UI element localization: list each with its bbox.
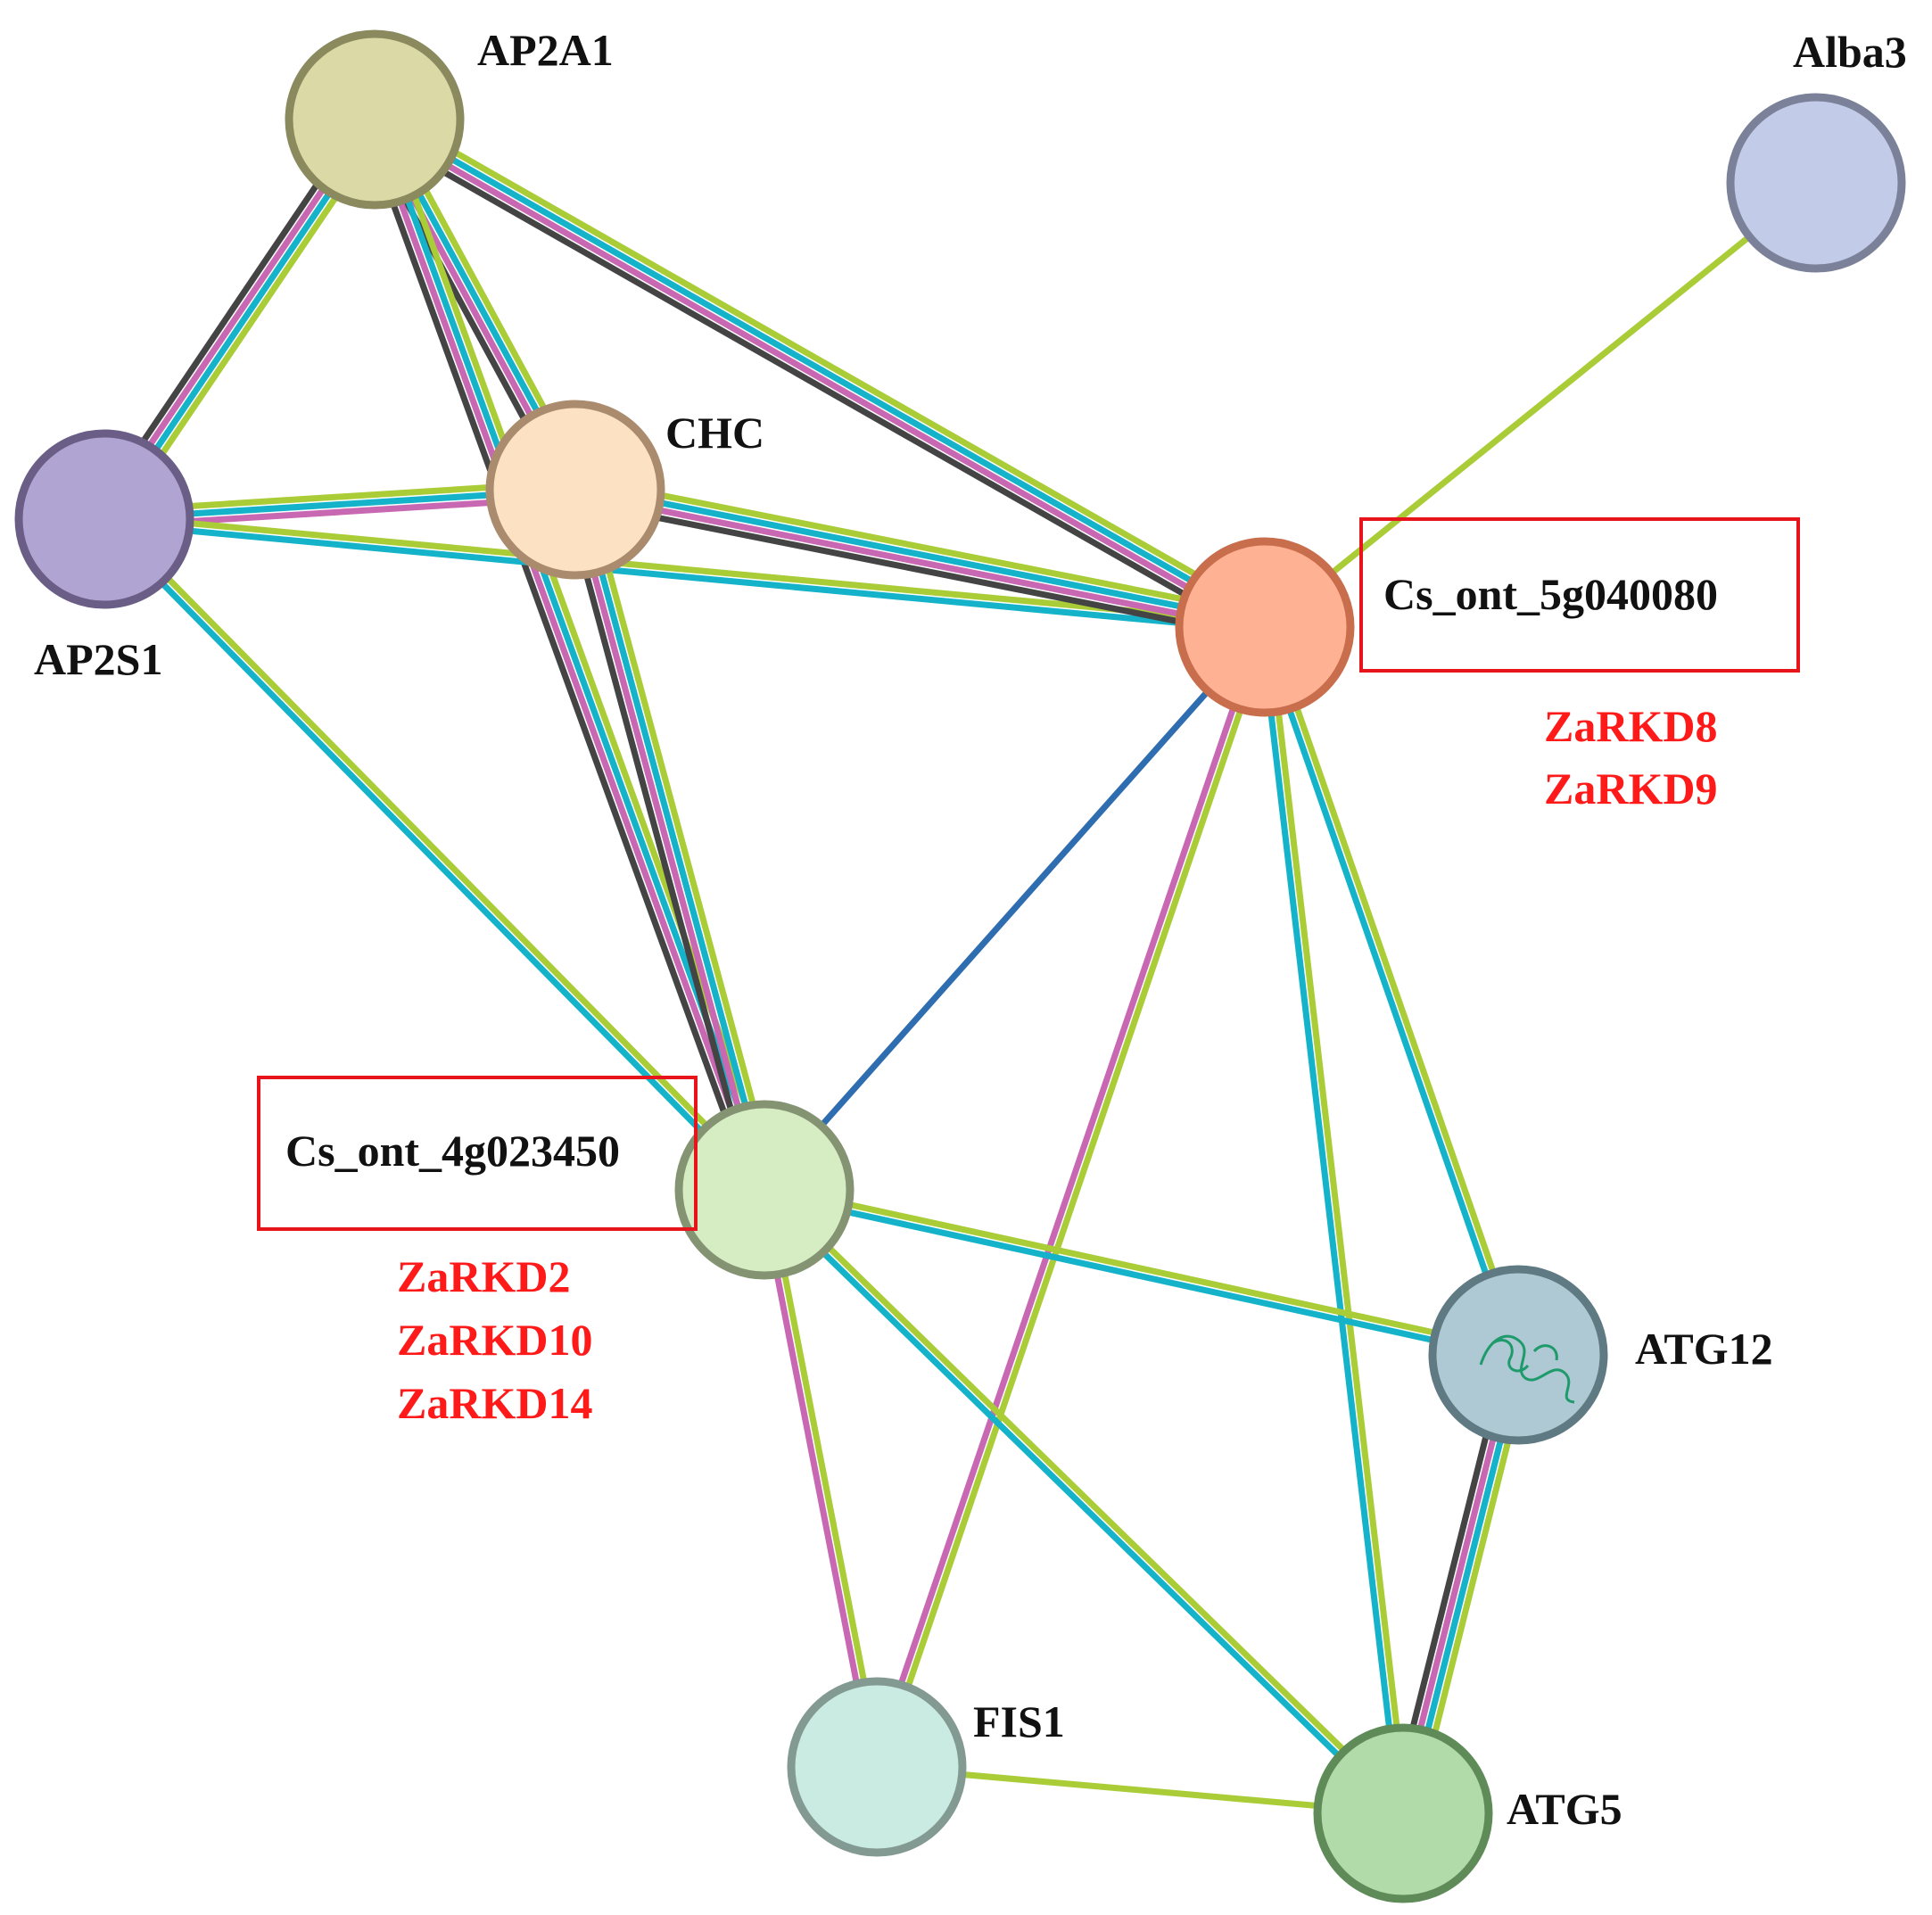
node-Cs_ont_4g023450[interactable]: [674, 1100, 855, 1280]
node-label-ap2s1: AP2S1: [34, 634, 162, 684]
edge-line-database: [375, 113, 1268, 627]
edge-Alba3-Cs_ont_5g040080: [1262, 180, 1819, 630]
edge-line-database: [759, 1190, 1403, 1819]
edge-line-neighborhood: [104, 512, 1266, 627]
edge-line-coexpression: [561, 491, 757, 1194]
edges-layer: [92, 106, 1819, 1819]
edge-line-coexpression: [572, 498, 1264, 641]
edge-AP2A1-Cs_ont_4g023450: [360, 114, 779, 1195]
edge-line-neighborhood: [1262, 180, 1819, 630]
annotation-zarkd8: ZaRKD8: [1544, 701, 1717, 751]
highlight-box-cs-ont-5g040080: [1359, 517, 1800, 673]
edge-Cs_ont_4g023450-ATG5: [759, 1184, 1408, 1819]
node-AP2A1[interactable]: [285, 29, 465, 210]
edge-Cs_ont_5g040080-FIS1: [870, 624, 1272, 1770]
edge-Cs_ont_4g023450-ATG12: [763, 1183, 1520, 1362]
edge-line-neighborhood: [764, 1183, 1520, 1355]
node-Alba3[interactable]: [1726, 93, 1906, 273]
edge-line-database: [103, 519, 1265, 634]
edge-CHC-Cs_ont_5g040080: [572, 475, 1268, 641]
edge-line-neighborhood: [582, 485, 779, 1188]
edge-AP2S1-Cs_ont_5g040080: [103, 512, 1266, 634]
node-label-cs-ont-4g023450: Cs_ont_4g023450: [285, 1126, 620, 1176]
edge-Cs_ont_5g040080-ATG5: [1258, 626, 1410, 1814]
annotation-zarkd2: ZaRKD2: [397, 1251, 570, 1301]
node-label-atg12: ATG12: [1635, 1324, 1773, 1374]
node-label-fis1: FIS1: [973, 1696, 1065, 1746]
node-circle[interactable]: [674, 1100, 855, 1280]
annotation-zarkd14: ZaRKD14: [397, 1378, 592, 1428]
edge-line-experimental: [870, 624, 1265, 1767]
edge-line-neighborhood: [104, 514, 770, 1190]
edge-line-experimental: [367, 120, 764, 1193]
edge-line-database: [575, 487, 772, 1190]
annotation-zarkd9: ZaRKD9: [1544, 764, 1717, 813]
node-circle[interactable]: [485, 400, 665, 580]
node-AP2S1[interactable]: [14, 429, 194, 609]
node-circle[interactable]: [1313, 1723, 1493, 1903]
edge-line-neighborhood: [1265, 624, 1525, 1355]
edge-line-homology: [762, 624, 1267, 1193]
edge-line-neighborhood: [764, 1184, 1408, 1813]
node-label-cs-ont-5g040080: Cs_ont_5g040080: [1383, 569, 1718, 619]
node-ATG12[interactable]: [1428, 1265, 1608, 1445]
edge-line-neighborhood: [764, 1188, 884, 1767]
node-Cs_ont_5g040080[interactable]: [1175, 537, 1355, 717]
edge-line-neighborhood: [576, 475, 1268, 619]
node-circle[interactable]: [1175, 537, 1355, 717]
edge-Cs_ont_5g040080-ATG12: [1258, 624, 1525, 1358]
highlight-box-cs-ont-4g023450: [257, 1076, 698, 1231]
edge-AP2S1-Cs_ont_4g023450: [99, 514, 770, 1195]
edge-line-database: [1258, 627, 1518, 1358]
edge-line-experimental: [568, 490, 764, 1193]
node-circle[interactable]: [1726, 93, 1906, 273]
edge-line-coexpression: [360, 122, 757, 1195]
edge-AP2A1-Cs_ont_5g040080: [367, 106, 1273, 640]
node-circle[interactable]: [14, 429, 194, 609]
edge-line-neighborhood: [877, 627, 1272, 1770]
node-circle[interactable]: [1428, 1265, 1608, 1445]
edge-line-neighborhood: [1265, 626, 1410, 1813]
edge-line-database: [99, 519, 764, 1195]
edge-Cs_ont_5g040080-Cs_ont_4g023450: [762, 624, 1267, 1193]
edge-line-database: [575, 483, 1267, 627]
nodes-layer: [14, 29, 1906, 1903]
edge-line-experimental: [757, 1190, 877, 1769]
node-label-atg5: ATG5: [1507, 1784, 1622, 1834]
edge-line-database: [1258, 627, 1403, 1814]
edge-line-experimental: [371, 120, 1265, 633]
node-label-chc: CHC: [665, 408, 764, 458]
edge-line-coexpression: [367, 127, 1261, 640]
edge-line-neighborhood: [378, 106, 1273, 620]
node-circle[interactable]: [787, 1677, 967, 1857]
edge-line-database: [763, 1190, 1518, 1362]
node-ATG5[interactable]: [1313, 1723, 1493, 1903]
node-label-ap2a1: AP2A1: [477, 25, 614, 75]
node-circle[interactable]: [285, 29, 465, 210]
protein-structure-icon: [1479, 1334, 1575, 1404]
node-CHC[interactable]: [485, 400, 665, 580]
edge-line-experimental: [574, 490, 1265, 634]
edge-CHC-Cs_ont_4g023450: [561, 485, 779, 1194]
node-FIS1[interactable]: [787, 1677, 967, 1857]
edge-Cs_ont_4g023450-FIS1: [757, 1188, 884, 1769]
node-label-alba3: Alba3: [1793, 27, 1907, 77]
annotation-zarkd10: ZaRKD10: [397, 1315, 592, 1365]
